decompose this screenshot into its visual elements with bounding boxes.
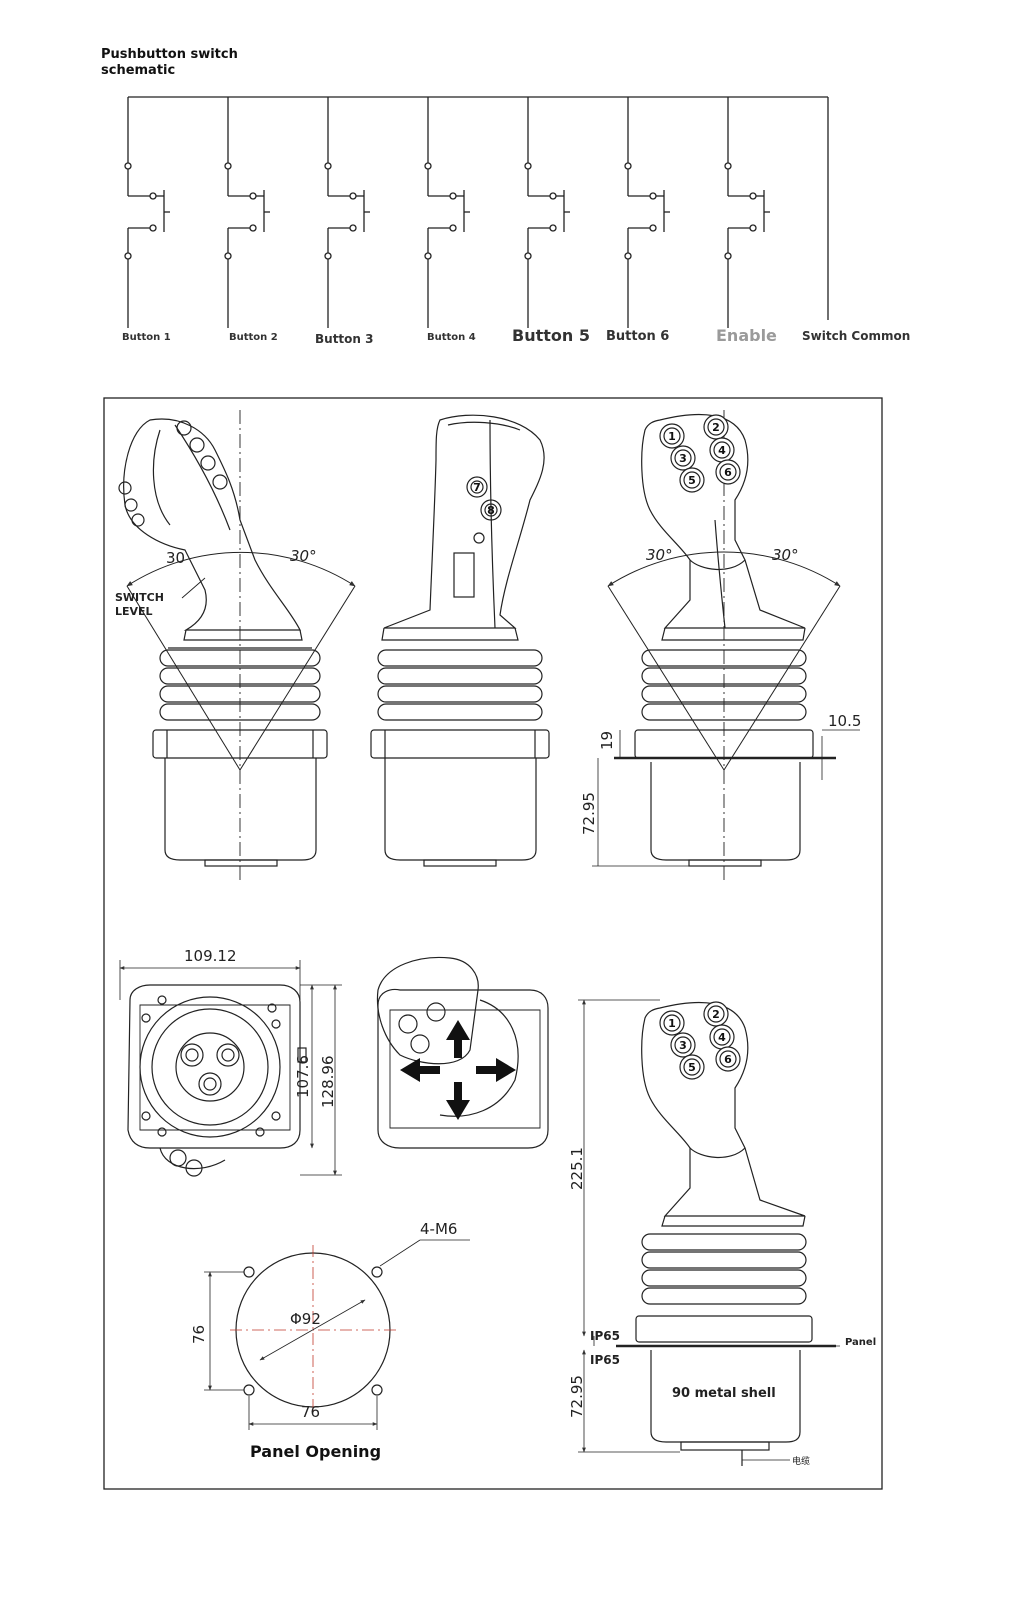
direction-arrows [400,1020,516,1120]
top-view-base [119,960,342,1177]
btn-num-1b: 1 [668,1017,676,1030]
btn-num-7: 7 [473,481,481,494]
btn-num-3b: 3 [679,1039,687,1052]
angle-rear-right: 30° [772,546,799,564]
btn-num-2b: 2 [712,1008,720,1021]
dim-107-6: 107.6 [294,1055,312,1098]
btn-num-4: 4 [718,444,726,457]
cable-label: 电缆 [792,1455,810,1467]
button-group-bottom [659,1001,741,1080]
dim-76-horizontal: 76 [301,1403,320,1421]
label-button-4: Button 4 [427,332,476,343]
front-view-middle [370,414,550,867]
dim-225-1: 225.1 [568,1147,586,1190]
drawing-frame [103,397,883,1490]
btn-num-4b: 4 [718,1031,726,1044]
dim-19: 19 [598,731,616,750]
dim-72-95-top: 72.95 [580,792,598,835]
label-button-6: Button 6 [606,329,670,344]
panel-label: Panel [845,1337,876,1348]
arrow-up-icon [446,1020,470,1058]
label-enable: Enable [716,326,777,345]
switch-level-label-2: LEVEL [115,605,153,618]
label-button-3: Button 3 [315,332,374,346]
dim-128-96: 128.96 [319,1056,337,1109]
btn-num-6: 6 [724,466,732,479]
btn-num-6b: 6 [724,1053,732,1066]
dim-10-5: 10.5 [828,712,861,730]
phi92-label: Φ92 [290,1310,321,1328]
label-switch-common: Switch Common [802,329,911,343]
panel-opening-drawing [204,1239,470,1430]
perspective-direction-view [376,956,549,1149]
dim-109-12: 109.12 [184,947,237,965]
side-view-left [118,410,356,880]
arrow-left-icon [400,1058,440,1082]
label-button-5: Button 5 [512,326,590,345]
btn-num-2: 2 [712,421,720,434]
arrow-right-icon [476,1058,516,1082]
panel-opening-title: Panel Opening [250,1442,381,1461]
ip65-bottom: IP65 [590,1353,620,1367]
m6-label: 4-M6 [420,1220,457,1238]
switch-level-label-1: SWITCH [115,591,164,604]
dim-72-95-bottom: 72.95 [568,1375,586,1418]
ip65-top: IP65 [590,1329,620,1343]
rear-view-right [592,410,860,880]
label-button-1: Button 1 [122,332,171,343]
btn-num-5: 5 [688,474,696,487]
btn-num-8: 8 [487,504,495,517]
btn-num-5b: 5 [688,1061,696,1074]
angle-right-label: 30° [290,547,317,565]
btn-num-1: 1 [668,430,676,443]
full-side-view [578,999,840,1466]
arrow-down-icon [446,1082,470,1120]
label-button-2: Button 2 [229,332,278,343]
btn-num-3: 3 [679,452,687,465]
angle-rear-left: 30° [646,546,673,564]
schematic-title: Pushbutton switch schematic [101,47,238,78]
angle-left-label: 30 [166,549,185,567]
dim-76-vertical: 76 [190,1325,208,1344]
metal-shell-label: 90 metal shell [672,1386,776,1401]
button-group-top [659,414,741,493]
pushbutton-schematic [124,96,829,328]
